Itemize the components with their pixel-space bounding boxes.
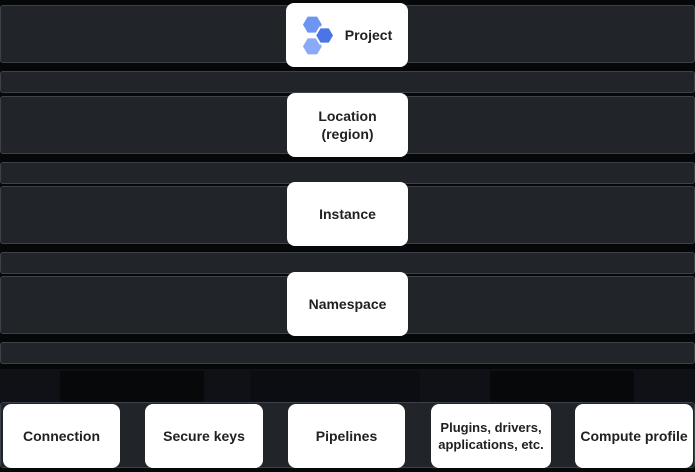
gap-band-4 <box>0 342 695 364</box>
node-instance: Instance <box>287 182 408 246</box>
node-plugins-label: Plugins, drivers, applications, etc. <box>438 420 544 452</box>
node-secure-keys: Secure keys <box>145 404 263 468</box>
node-project-label: Project <box>344 27 393 43</box>
node-connection-label: Connection <box>23 428 100 444</box>
node-compute-profile-label: Compute profile <box>580 428 688 444</box>
connector-right-bracket <box>490 371 634 402</box>
connector-left-bracket <box>60 371 204 402</box>
node-namespace: Namespace <box>287 272 408 336</box>
project-hexagons-icon <box>302 15 336 56</box>
gap-band-2 <box>0 162 695 184</box>
connector-center-bracket <box>250 371 420 402</box>
node-secure-keys-label: Secure keys <box>163 428 245 444</box>
node-connection: Connection <box>3 404 120 468</box>
node-namespace-label: Namespace <box>308 296 387 312</box>
gap-band-1 <box>0 71 695 93</box>
node-instance-label: Instance <box>319 206 376 222</box>
node-pipelines: Pipelines <box>288 404 405 468</box>
node-plugins: Plugins, drivers, applications, etc. <box>431 404 551 468</box>
node-compute-profile: Compute profile <box>575 404 693 468</box>
node-project: Project <box>286 3 408 67</box>
gap-band-3 <box>0 252 695 274</box>
node-pipelines-label: Pipelines <box>315 428 378 444</box>
node-location-label: Location (region) <box>318 108 377 142</box>
connector-strip <box>0 369 695 402</box>
node-location: Location (region) <box>287 93 408 157</box>
